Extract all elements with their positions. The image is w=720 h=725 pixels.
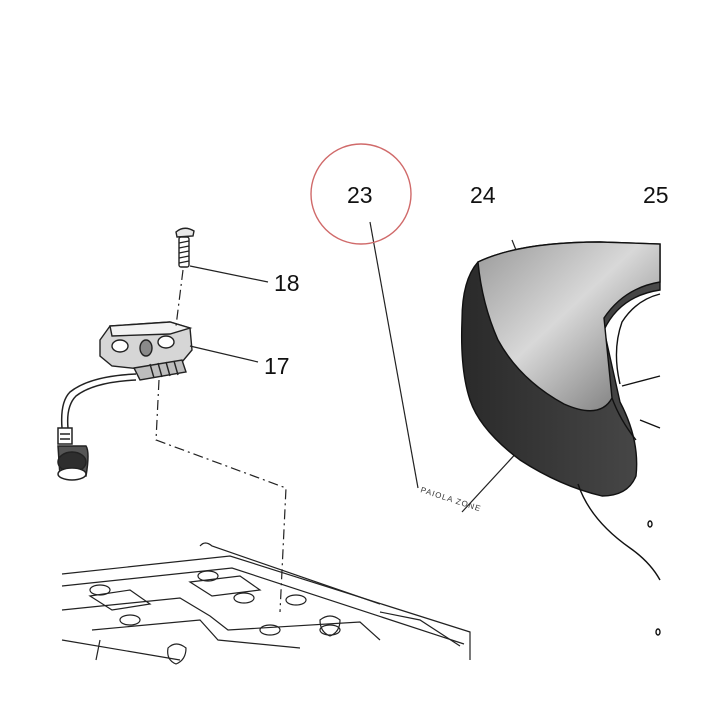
screw-part-18	[175, 227, 195, 268]
callout-25: 25	[643, 182, 669, 208]
under-seat-wire	[577, 419, 661, 636]
callout-18: 18	[274, 270, 300, 296]
highlight-circle	[310, 143, 412, 245]
clamp-bracket-part-17	[99, 321, 193, 381]
callout-17: 17	[264, 353, 290, 379]
assembly-guide-lines	[155, 269, 287, 613]
callout-23: 23	[347, 182, 373, 208]
seat-part-24	[460, 241, 661, 497]
callout-25-clip: 25	[643, 180, 669, 214]
sensor-cable	[57, 373, 137, 481]
callout-24: 24	[470, 182, 496, 208]
seat-frame-tray	[61, 542, 471, 665]
